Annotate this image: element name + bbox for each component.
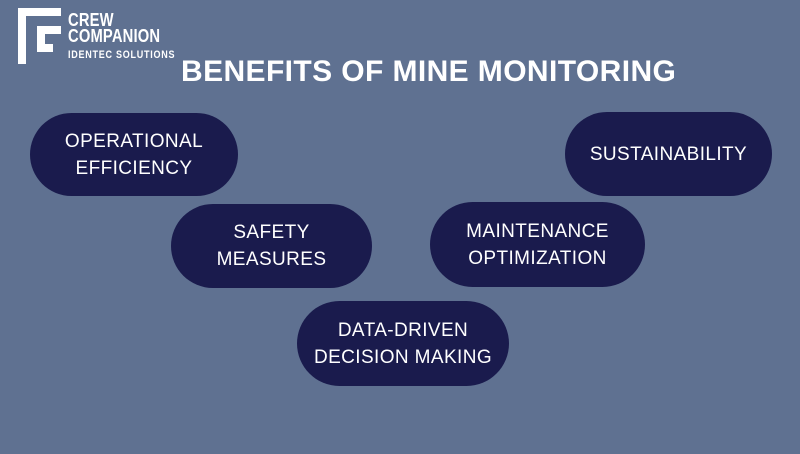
brand-subtitle: IDENTEC SOLUTIONS xyxy=(68,49,176,61)
benefit-label-line: MEASURES xyxy=(216,249,327,270)
benefit-pill-sustainability: SUSTAINABILITY xyxy=(565,112,772,196)
brand-name-line1: CREW xyxy=(68,10,114,30)
benefit-label-line: EFFICIENCY xyxy=(75,157,193,179)
crew-companion-logo-icon xyxy=(18,8,61,64)
benefit-label-line: DECISION MAKING xyxy=(313,346,493,368)
brand-logo-text: CREW COMPANION IDENTEC SOLUTIONS xyxy=(68,10,176,61)
benefit-pill-data-driven-decision-making: DATA-DRIVEN DECISION MAKING xyxy=(297,301,509,386)
page-title: BENEFITS OF MINE MONITORING xyxy=(181,55,677,88)
benefit-pill-safety-measures: SAFETY MEASURES xyxy=(171,204,372,288)
benefit-label-line: SAFETY xyxy=(233,222,310,243)
benefit-label-line: OPERATIONAL xyxy=(64,130,204,152)
benefit-label-line: DATA-DRIVEN xyxy=(337,319,469,341)
benefit-pill-maintenance-optimization: MAINTENANCE OPTIMIZATION xyxy=(430,202,645,287)
benefit-label-line: MAINTENANCE xyxy=(466,220,609,242)
benefit-label-line: OPTIMIZATION xyxy=(468,247,607,269)
benefit-label-line: SUSTAINABILITY xyxy=(589,143,748,165)
brand-logo: CREW COMPANION IDENTEC SOLUTIONS xyxy=(18,8,199,64)
benefit-pill-operational-efficiency: OPERATIONAL EFFICIENCY xyxy=(30,113,238,196)
brand-name-line2: COMPANION xyxy=(68,26,161,46)
